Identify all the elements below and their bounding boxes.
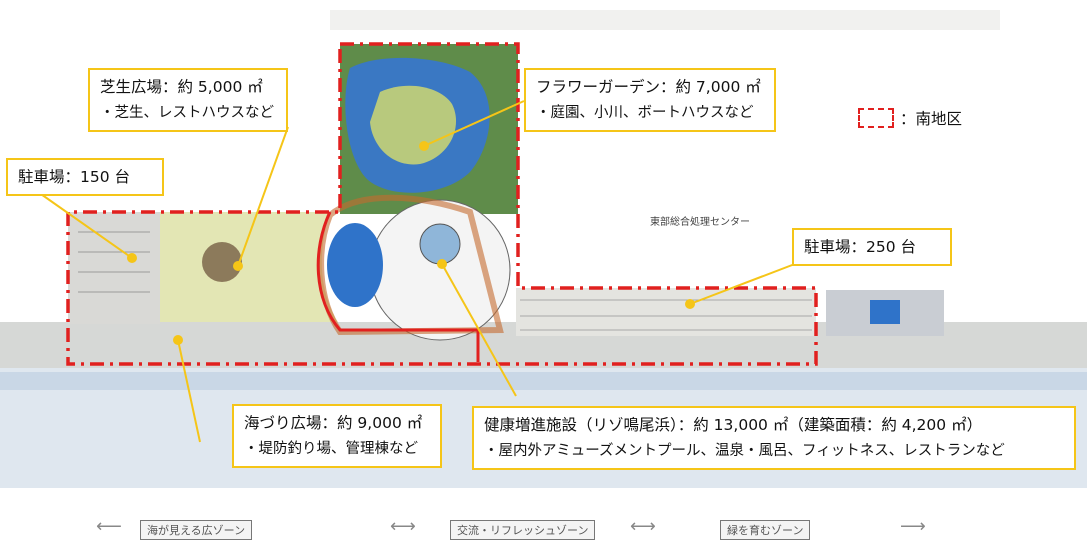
legend-label: ：南地区 bbox=[900, 110, 963, 128]
lawn-plaza-area bbox=[160, 212, 338, 322]
parking-east-title: 駐車場：250 台 bbox=[804, 238, 917, 256]
lawn-plaza-detail: ・芝生、レストハウスなど bbox=[100, 105, 274, 121]
zone-label-3: 緑を育むゾーン bbox=[720, 520, 811, 540]
parking-east-stalls bbox=[520, 299, 812, 331]
parking-west-area bbox=[68, 212, 160, 324]
sea-area-band bbox=[0, 372, 1087, 390]
leader-lines bbox=[37, 100, 801, 443]
flower-garden-title: フラワーガーデン：約 7,000 ㎡ bbox=[536, 78, 761, 96]
east-facility-roof bbox=[870, 300, 900, 324]
north-road bbox=[330, 10, 1000, 30]
pool-building bbox=[369, 199, 511, 341]
health-facility-callout: 健康増進施設（リゾ鳴尾浜）：約 13,000 ㎡（建築面積：約 4,200 ㎡）… bbox=[472, 406, 1076, 470]
zone-arrow-mid-2: ⟷ bbox=[630, 516, 656, 537]
flower-garden-callout: フラワーガーデン：約 7,000 ㎡ ・庭園、小川、ボートハウスなど bbox=[524, 68, 776, 132]
legend: ：南地区 bbox=[858, 107, 962, 129]
parking-east-callout: 駐車場：250 台 bbox=[792, 228, 952, 266]
pool-plaza-ring bbox=[318, 194, 504, 336]
leader-dots bbox=[127, 141, 695, 345]
zone-arrow-mid-1: ⟷ bbox=[390, 516, 416, 537]
fishing-plaza-detail: ・堤防釣り場、管理棟など bbox=[244, 441, 418, 457]
lawn-plaza-callout: 芝生広場：約 5,000 ㎡ ・芝生、レストハウスなど bbox=[88, 68, 288, 132]
inner-boundary-line bbox=[316, 211, 480, 362]
zone-label-2: 交流・リフレッシュゾーン bbox=[450, 520, 596, 540]
zone-arrow-right: ⟶ bbox=[900, 516, 926, 537]
parking-west-title: 駐車場：150 台 bbox=[18, 168, 131, 186]
flower-garden-detail: ・庭園、小川、ボートハウスなど bbox=[536, 105, 754, 121]
zone-arrow-left: ⟵ bbox=[96, 516, 122, 537]
rest-house bbox=[202, 242, 242, 282]
incinerator-label: 東部総合処理センター bbox=[650, 215, 750, 228]
lawn-plaza-title: 芝生広場：約 5,000 ㎡ bbox=[100, 78, 263, 96]
health-facility-detail: ・屋内外アミューズメントプール、温泉・風呂、フィットネス、レストランなど bbox=[484, 443, 1005, 459]
legend-boundary-swatch bbox=[858, 108, 894, 128]
parking-west-stalls bbox=[78, 231, 150, 293]
south-district-boundary bbox=[66, 42, 818, 366]
parking-west-callout: 駐車場：150 台 bbox=[6, 158, 164, 196]
outdoor-pool bbox=[327, 223, 383, 307]
parking-east-area bbox=[516, 288, 816, 336]
garden-island bbox=[370, 85, 457, 165]
zone-label-1: 海が見える広ゾーン bbox=[140, 520, 253, 540]
fishing-plaza-callout: 海づり広場：約 9,000 ㎡ ・堤防釣り場、管理棟など bbox=[232, 404, 442, 468]
fishing-plaza-title: 海づり広場：約 9,000 ㎡ bbox=[244, 414, 423, 432]
pool-dome bbox=[419, 223, 461, 265]
health-facility-title: 健康増進施設（リゾ鳴尾浜）：約 13,000 ㎡（建築面積：約 4,200 ㎡） bbox=[484, 416, 983, 434]
